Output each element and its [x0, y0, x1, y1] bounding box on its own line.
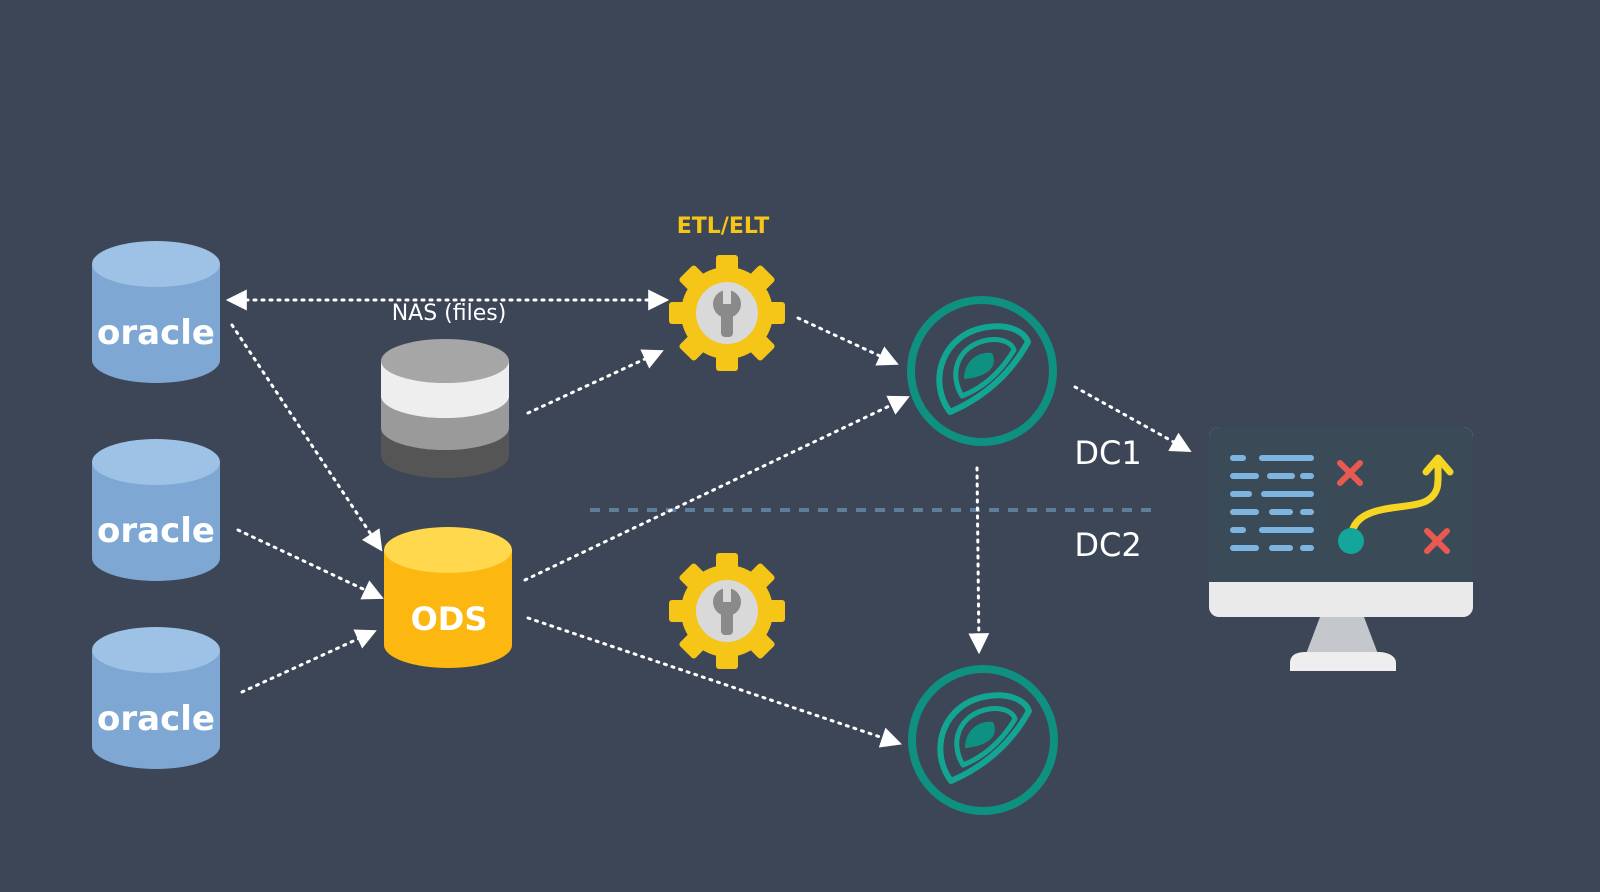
nas-storage: NAS (files) [381, 301, 509, 478]
etl-gear-dc1 [669, 255, 785, 371]
dc1-label: DC1 [1074, 434, 1141, 472]
ods-database: ODS [384, 527, 512, 668]
connector-nas-etl [526, 349, 664, 415]
oracle-label: oracle [97, 313, 215, 353]
dashboard-monitor [1209, 427, 1473, 671]
cluster-dc1 [907, 296, 1057, 446]
dc2-label: DC2 [1074, 526, 1141, 564]
connector-ods-cluster1 [523, 395, 910, 582]
database-icon [92, 439, 220, 581]
nas-label: NAS (files) [392, 301, 507, 326]
cluster-logo-icon [908, 665, 1058, 815]
database-icon [92, 627, 220, 769]
gear-wrench-icon [669, 553, 785, 669]
connector-cluster1-dashboard [1073, 385, 1192, 453]
ods-label: ODS [411, 600, 488, 638]
oracle-label: oracle [97, 699, 215, 739]
connectors [225, 289, 1192, 748]
oracle-source-1: oracle [92, 241, 220, 383]
connector-oracle1-ods [230, 323, 383, 552]
gear-wrench-icon [669, 255, 785, 371]
oracle-label: oracle [97, 511, 215, 551]
oracle-source-2: oracle [92, 439, 220, 581]
connector-cluster1-cluster2 [968, 466, 990, 655]
connector-ods-cluster2 [526, 616, 902, 748]
connector-etl-cluster1 [796, 316, 899, 366]
cluster-dc2 [908, 665, 1058, 815]
storage-icon [381, 339, 509, 478]
database-icon [92, 241, 220, 383]
connector-oracle3-ods [240, 629, 377, 694]
connector-oracle2-ods [236, 528, 384, 600]
etl-gear-dc2 [669, 553, 785, 669]
database-icon [384, 527, 512, 668]
oracle-source-3: oracle [92, 627, 220, 769]
etl-label: ETL/ELT [677, 214, 770, 239]
monitor-dashboard-icon [1209, 427, 1473, 671]
cluster-logo-icon [907, 296, 1057, 446]
